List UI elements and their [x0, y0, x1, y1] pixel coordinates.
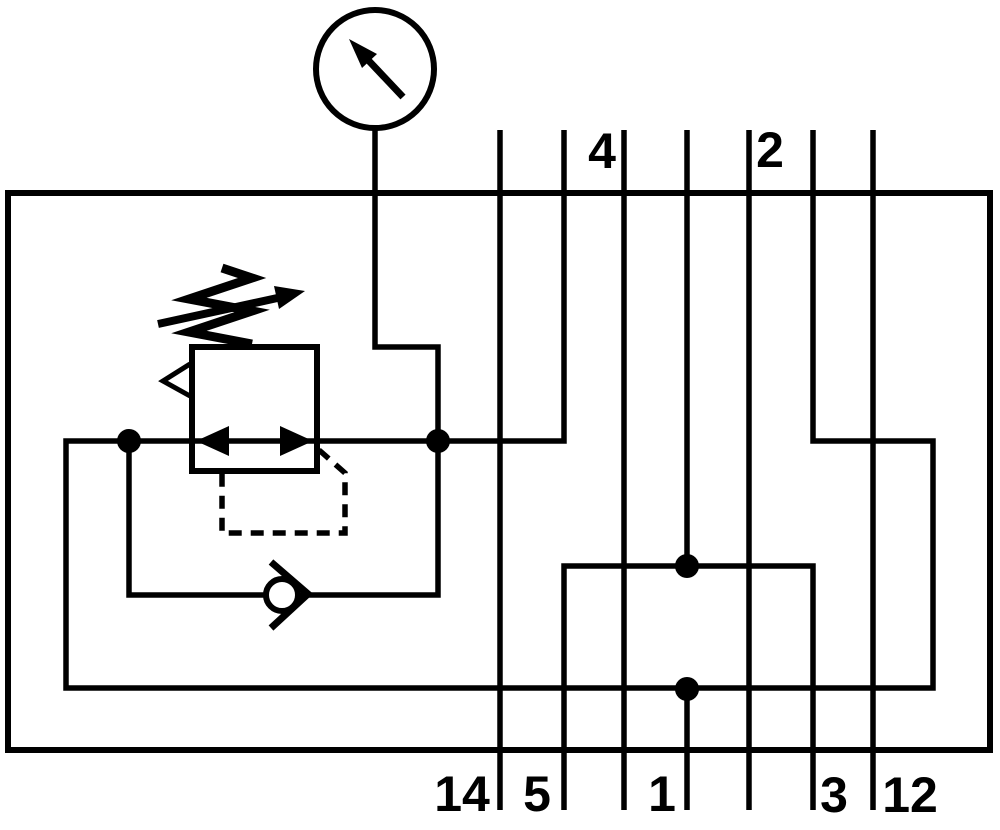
- port-label-5: 5: [523, 766, 551, 822]
- junction-dot: [117, 429, 141, 453]
- junction-dot: [426, 429, 450, 453]
- check-valve-seat: [268, 559, 314, 631]
- check-valve-icon: [263, 559, 314, 631]
- pressure-regulator-icon: [157, 263, 348, 536]
- junction-dot: [675, 677, 699, 701]
- check-valve-ball: [263, 576, 301, 614]
- flow-arrow-right-icon: [280, 426, 313, 456]
- gauge-stem-line: [372, 126, 441, 441]
- port-label-4: 4: [588, 123, 616, 179]
- port-label-12: 12: [882, 767, 938, 823]
- flow-arrow-left-icon: [196, 426, 229, 456]
- pressure-gauge-icon: [313, 7, 437, 131]
- spring-icon: [171, 263, 270, 349]
- port-label-14: 14: [434, 766, 490, 822]
- relief-vent-triangle-icon: [158, 361, 192, 399]
- gauge-needle-arrowhead-icon: [349, 39, 377, 68]
- regulator-body: [189, 344, 320, 474]
- gauge-needle: [366, 58, 406, 100]
- port-label-2: 2: [756, 122, 784, 178]
- port-label-3: 3: [820, 767, 848, 823]
- supply-loop-line: [63, 130, 936, 691]
- junction-dot: [675, 554, 699, 578]
- adjustment-arrow-head-icon: [274, 286, 305, 309]
- adjustment-arrow-shaft: [157, 293, 283, 328]
- port-label-1: 1: [648, 766, 676, 822]
- pilot-line: [219, 447, 348, 536]
